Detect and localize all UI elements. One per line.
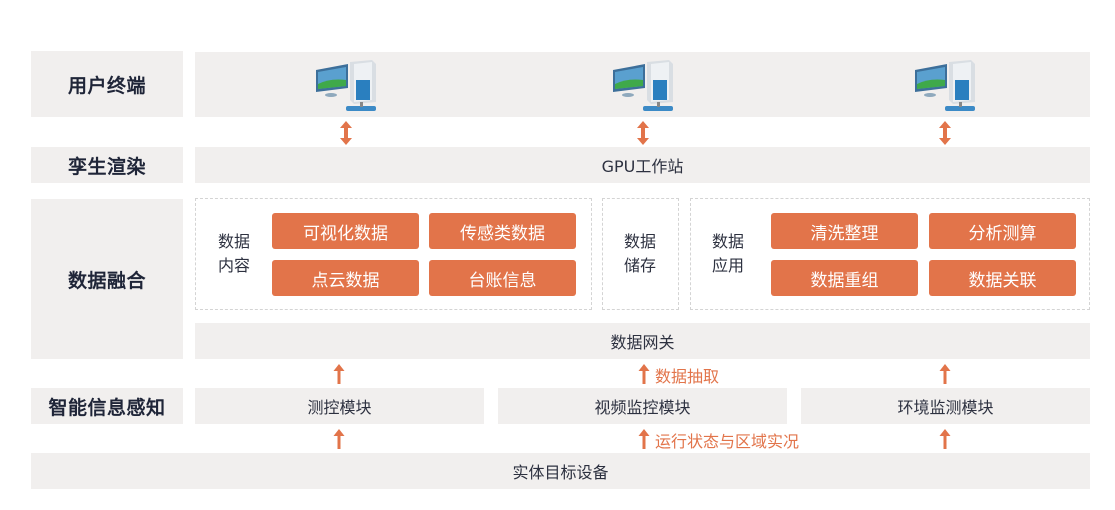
data-extract-annotation: 数据抽取 — [655, 367, 720, 386]
data-content-title: 数据 内容 — [216, 230, 252, 278]
up-arrow-icon — [939, 429, 951, 449]
content-item: 可视化数据 — [272, 213, 419, 249]
data-storage-title-line: 数据 — [623, 232, 656, 251]
application-item: 清洗整理 — [771, 213, 918, 249]
data-content-title-line: 数据 — [217, 232, 250, 251]
application-item-label: 数据关联 — [968, 270, 1037, 291]
data-storage-title-line: 储存 — [623, 256, 656, 275]
data-content-group: 数据 内容 可视化数据 传感类数据 点云数据 台账信息 — [195, 198, 592, 310]
bidirectional-arrow-icon — [939, 121, 951, 145]
bidirectional-arrow-icon — [637, 121, 649, 145]
entity-device-box: 实体目标设备 — [31, 453, 1090, 489]
module-label: 环境监测模块 — [897, 398, 994, 417]
application-item-label: 分析测算 — [968, 223, 1037, 244]
content-item-label: 台账信息 — [468, 270, 537, 291]
module-box: 测控模块 — [195, 388, 484, 424]
content-item: 点云数据 — [272, 260, 419, 296]
application-item-label: 清洗整理 — [810, 223, 879, 244]
data-storage-group: 数据 储存 — [602, 198, 679, 310]
data-storage-title: 数据 储存 — [622, 230, 658, 278]
data-fusion-label-box: 数据融合 — [31, 199, 183, 359]
bidirectional-arrow-icon — [340, 121, 352, 145]
content-item: 台账信息 — [429, 260, 576, 296]
gpu-workstation-text: GPU工作站 — [601, 157, 684, 176]
up-arrow-icon — [939, 364, 951, 384]
gpu-workstation-box: GPU工作站 — [195, 147, 1090, 183]
computer-icon — [613, 60, 673, 111]
data-fusion-label: 数据融合 — [67, 269, 146, 292]
content-item-label: 点云数据 — [311, 270, 380, 291]
data-application-title: 数据 应用 — [710, 230, 746, 278]
data-application-title-line: 数据 — [711, 232, 744, 251]
data-content-title-line: 内容 — [217, 256, 250, 275]
perception-label-box: 智能信息感知 — [31, 388, 183, 424]
content-item-label: 传感类数据 — [460, 223, 545, 244]
module-label: 测控模块 — [307, 398, 372, 417]
entity-device-text: 实体目标设备 — [512, 463, 609, 482]
content-item: 传感类数据 — [429, 213, 576, 249]
module-box: 视频监控模块 — [498, 388, 787, 424]
up-arrow-icon — [638, 364, 650, 384]
module-box: 环境监测模块 — [801, 388, 1090, 424]
application-item: 分析测算 — [929, 213, 1076, 249]
data-gateway-text: 数据网关 — [610, 333, 675, 352]
up-arrow-icon — [333, 429, 345, 449]
application-item-label: 数据重组 — [810, 270, 879, 291]
data-application-title-line: 应用 — [711, 256, 744, 275]
data-gateway-box: 数据网关 — [195, 323, 1090, 359]
data-application-group: 数据 应用 清洗整理 分析测算 数据重组 数据关联 — [690, 198, 1090, 310]
application-item: 数据关联 — [929, 260, 1076, 296]
computer-icon — [915, 60, 975, 111]
status-annotation: 运行状态与区域实况 — [655, 432, 800, 451]
user-terminal-label: 用户终端 — [67, 74, 146, 97]
user-terminal-label-box: 用户终端 — [31, 51, 183, 117]
twin-render-label-box: 孪生渲染 — [31, 147, 183, 183]
content-item-label: 可视化数据 — [303, 223, 388, 244]
computer-icon — [316, 60, 376, 111]
module-label: 视频监控模块 — [594, 398, 691, 417]
application-item: 数据重组 — [771, 260, 918, 296]
up-arrow-icon — [333, 364, 345, 384]
perception-label: 智能信息感知 — [48, 396, 166, 419]
twin-render-label: 孪生渲染 — [67, 155, 146, 178]
up-arrow-icon — [638, 429, 650, 449]
